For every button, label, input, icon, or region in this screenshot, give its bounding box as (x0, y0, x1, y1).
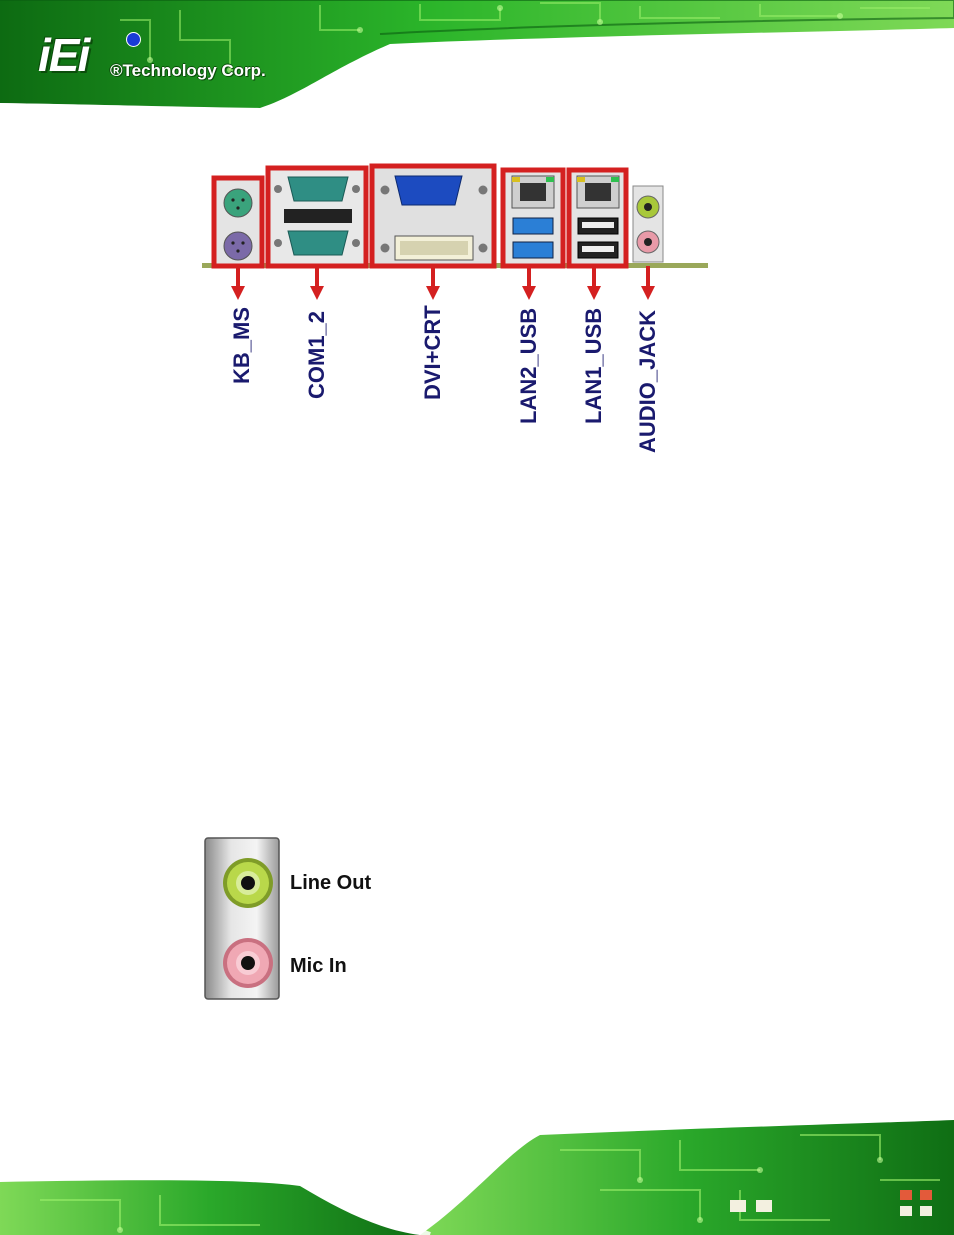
audio-jack-detail (204, 837, 280, 1000)
footer-banner (0, 1120, 954, 1235)
label-com1-2: COM1_2 (306, 311, 328, 399)
kb-ms-group (214, 178, 262, 266)
label-lan2-usb: LAN2_USB (518, 308, 540, 424)
com1-2-group (268, 168, 366, 266)
label-kb-ms: KB_MS (231, 307, 253, 384)
line-out-jack (223, 858, 273, 908)
logo-mark: iEi (38, 30, 88, 80)
mic-in-label: Mic In (290, 955, 347, 978)
company-logo: iEi ®Technology Corp. (38, 30, 298, 85)
pointer-arrows (231, 266, 655, 300)
logo-subtitle: ®Technology Corp. (110, 61, 266, 81)
label-audio-jack: AUDIO_JACK (637, 310, 659, 453)
label-lan1-usb: LAN1_USB (583, 308, 605, 424)
dvi-crt-group (372, 166, 494, 266)
logo-dot-icon (126, 32, 141, 47)
label-dvi-crt: DVI+CRT (422, 305, 444, 400)
audio-jack-group (633, 186, 663, 262)
lan1-usb-group (569, 170, 626, 266)
lan2-usb-group (503, 170, 563, 266)
mic-in-jack (223, 938, 273, 988)
line-out-label: Line Out (290, 872, 371, 895)
